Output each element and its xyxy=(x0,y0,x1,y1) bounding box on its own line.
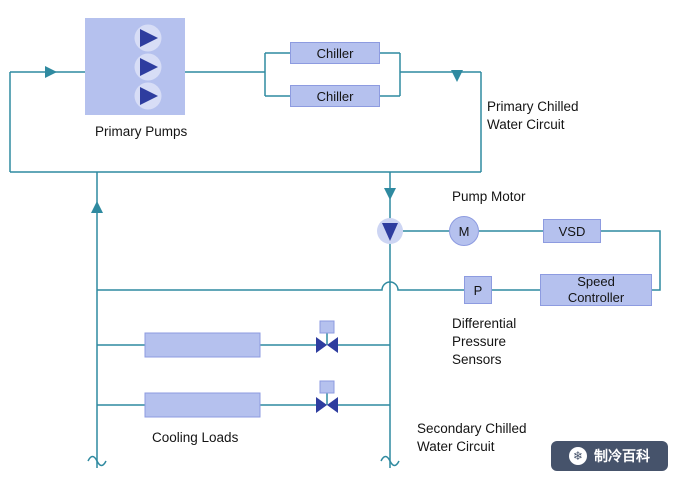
primary-pumps-block xyxy=(85,18,185,115)
pump-motor-label: Pump Motor xyxy=(452,189,526,204)
watermark-text: 制冷百科 xyxy=(594,448,650,464)
control-valve-icon xyxy=(316,320,338,353)
cooling-load-box xyxy=(144,392,261,418)
flow-arrows xyxy=(45,66,463,213)
cooling-load-box xyxy=(144,332,261,358)
flow-arrow-down-icon xyxy=(451,70,463,82)
valve-actuator xyxy=(319,380,335,394)
watermark-badge: ❄ 制冷百科 xyxy=(551,441,668,471)
chiller-box: Chiller xyxy=(290,85,380,107)
pump-icon xyxy=(134,82,162,110)
speed-controller-box: Speed Controller xyxy=(540,274,652,306)
valve-actuator xyxy=(319,320,335,334)
dp-sensors-label: Differential Pressure Sensors xyxy=(452,316,517,367)
cooling-load-boxes xyxy=(144,332,261,418)
chiller-box: Chiller xyxy=(290,42,380,64)
pressure-sensor-symbol: P xyxy=(464,276,492,304)
control-valve-icon xyxy=(316,380,338,413)
vsd-box: VSD xyxy=(543,219,601,243)
vsd-to-controller-wire xyxy=(601,230,661,291)
secondary-circuit-label: Secondary Chilled Water Circuit xyxy=(417,421,527,454)
primary-circuit-label: Primary Chilled Water Circuit xyxy=(487,99,579,132)
flow-arrow-up-return-icon xyxy=(91,201,103,213)
motor-symbol: M xyxy=(449,216,479,246)
pump-icon xyxy=(134,24,162,52)
secondary-pump-icon xyxy=(377,218,403,244)
pipe-break-squiggle-left xyxy=(87,455,107,467)
snowflake-icon: ❄ xyxy=(569,447,587,465)
flow-arrow-right-icon xyxy=(45,66,57,78)
primary-pumps-label: Primary Pumps xyxy=(95,124,188,139)
cooling-loads-label: Cooling Loads xyxy=(152,430,239,445)
pipe-break-squiggle-right xyxy=(380,455,400,467)
dp-sensor-line xyxy=(97,281,464,291)
flow-arrow-down-supply-icon xyxy=(384,188,396,200)
pump-icon xyxy=(134,53,162,81)
speed-controller-label: Speed Controller xyxy=(567,274,625,305)
